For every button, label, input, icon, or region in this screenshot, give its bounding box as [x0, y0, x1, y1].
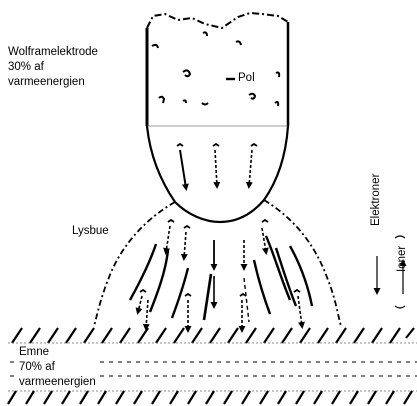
- electrode-label-line1: Wolframelektrode: [8, 45, 98, 60]
- electrode-grain-marks: [152, 32, 279, 106]
- pol-label: Pol: [238, 71, 255, 86]
- workpiece-label-line2: 70% af: [19, 360, 96, 375]
- workpiece-label-line1: Emne: [19, 345, 96, 360]
- electrode-label: Wolframelektrode 30% af varmeenergien: [8, 45, 98, 90]
- workpiece-label: Emne 70% af varmeenergien: [17, 345, 98, 390]
- electrode-label-line2: 30% af: [8, 60, 98, 75]
- electrons-label: Elektroner: [370, 174, 382, 226]
- ions-label: Ioner: [396, 246, 408, 272]
- workpiece-bottom-hatch: [8, 391, 412, 404]
- workpiece-label-line3: varmeenergien: [19, 375, 96, 390]
- arc-streaks: [130, 236, 312, 322]
- workpiece-top-hatch: [12, 328, 414, 343]
- electrode-label-line3: varmeenergien: [8, 75, 98, 90]
- arc-outline: [94, 200, 341, 326]
- arc-label: Lysbue: [72, 224, 109, 239]
- tungsten-electrode: [147, 13, 288, 126]
- electrode-tip: [147, 126, 288, 222]
